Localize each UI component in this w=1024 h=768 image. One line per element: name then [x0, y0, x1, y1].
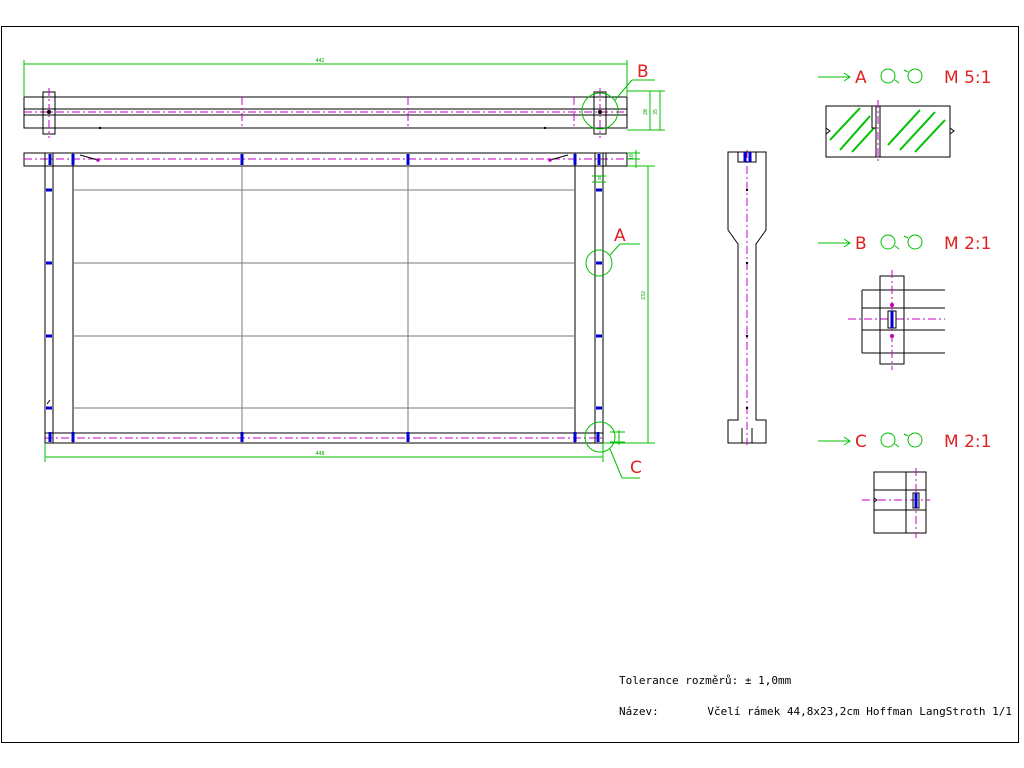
callout-b: B [581, 62, 655, 130]
frame-leaders [46, 154, 569, 405]
dim-top-length: 442 [23, 58, 628, 97]
callout-a-label: A [614, 226, 626, 246]
detail-c-letter: C [855, 432, 867, 452]
callout-b-label: B [637, 62, 649, 82]
dim-bottom-length-label: 448 [315, 451, 324, 457]
detail-b-letter: B [855, 234, 867, 254]
detail-c-header: C M 2:1 [818, 432, 991, 452]
detail-a-letter: A [855, 68, 867, 88]
dim-top-length-label: 442 [315, 58, 324, 64]
name-label: Název: [619, 705, 659, 718]
detail-b-scale: M 2:1 [944, 234, 991, 254]
dim-top-bar-b-label: 35 [653, 109, 659, 115]
detail-a-scale: M 5:1 [944, 68, 991, 88]
detail-a-header: A M 5:1 [818, 68, 991, 88]
detail-b-drawing [848, 270, 945, 370]
frame-front-view [23, 152, 628, 444]
callout-c: C [584, 421, 642, 479]
sheet-border [1, 26, 1019, 743]
side-view [727, 150, 767, 445]
detail-b-header: B M 2:1 [818, 234, 991, 254]
dim-top-bar-height: 20 35 [627, 90, 665, 131]
dim-top-bar-a-label: 20 [643, 109, 649, 115]
callout-a: A [585, 226, 640, 277]
dim-corner-small-label: 8 [598, 176, 601, 182]
detail-c-scale: M 2:1 [944, 432, 991, 452]
name-value: Včelí rámek 44,8x23,2cm Hoffman LangStro… [707, 705, 1012, 718]
dim-top-right-small-label: 10 [629, 154, 635, 160]
dim-height-label: 232 [641, 291, 647, 300]
tolerance-label: Tolerance rozměrů: ± 1,0mm [619, 674, 792, 687]
detail-a-drawing [825, 100, 955, 163]
dim-bottom-length: 448 [44, 443, 604, 462]
dim-height: 232 10 8 [592, 150, 655, 445]
top-bar-view [23, 88, 628, 138]
detail-c-drawing [862, 468, 930, 538]
frame-nails [46, 154, 602, 442]
title-block: Tolerance rozměrů: ± 1,0mm Název: Včelí … [619, 674, 1012, 718]
callout-c-label: C [630, 458, 642, 478]
